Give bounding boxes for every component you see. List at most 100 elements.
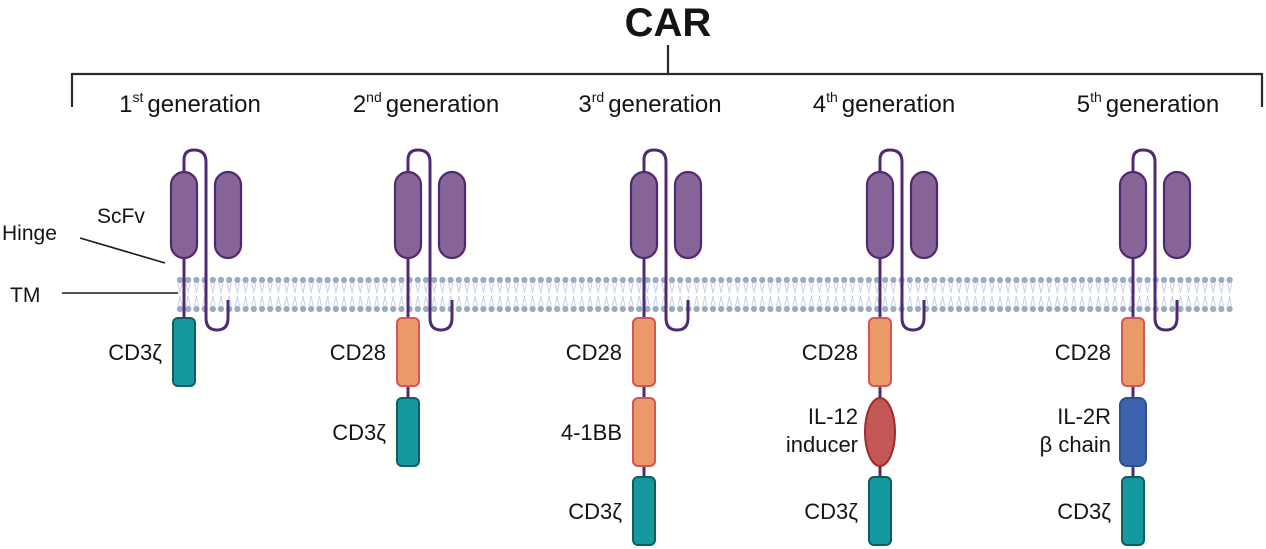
lipid-tail [636,295,642,307]
lipid-tail [1120,282,1126,294]
lipid-head [627,276,635,284]
lipid-tail [1136,295,1142,307]
lipid-head [242,276,249,284]
lipid-tail [398,295,404,307]
lipid-head [1210,305,1217,313]
domain-label: CD28 [802,340,858,365]
lipid-tail [316,295,322,307]
lipid-head [890,276,897,284]
lipid-head [652,305,659,313]
lipid-head [980,305,987,313]
lipid-tail [333,295,339,307]
lipid-tail [1169,295,1175,307]
lipid-head [209,305,216,313]
lipid-tail [341,295,347,307]
lipid-head [1160,305,1168,313]
lipid-tail [1104,282,1110,294]
lipid-tail [612,295,618,307]
lipid-head [603,305,610,313]
lipid-head [291,305,298,313]
lipid-head [595,276,602,284]
lipid-head [513,276,520,284]
lipid-head [1218,305,1225,313]
lipid-head [504,276,512,284]
lipid-head [636,305,643,313]
lipid-head [340,305,348,313]
lipid-head [1185,305,1192,313]
lipid-tail [1054,282,1060,294]
lipid-tail [858,282,864,294]
lipid-tail [956,282,962,294]
cd3z-domain [632,476,656,546]
lipid-head [299,276,307,284]
lipid-tail [653,295,659,307]
lipid-tail [1087,282,1093,294]
lipid-tail [882,295,888,307]
lipid-tail [1063,282,1069,294]
lipid-tail [587,295,593,307]
lipid-tail [226,282,232,294]
lipid-tail [997,282,1003,294]
lipid-tail [751,295,757,307]
lipid-tail [374,295,380,307]
lipid-head [439,276,446,284]
lipid-head [275,276,282,284]
lipid-head [931,305,938,313]
lipid-head [373,305,380,313]
lipid-head [308,305,315,313]
lipid-head [1103,305,1110,313]
lipid-tail [808,295,814,307]
lipid-tail [1030,282,1036,294]
lipid-head [176,276,184,284]
lipid-tail [431,295,437,307]
lipid-head [709,276,717,284]
domain-label: CD3ζ [804,499,858,524]
domain-label: β chain [1040,432,1111,457]
lipid-tail [218,282,224,294]
lipid-tail [177,295,183,307]
lipid-head [488,305,495,313]
generation-ordinal-suffix: nd [366,89,382,105]
lipid-head [996,276,1004,284]
domain-label: CD28 [1055,340,1111,365]
lipid-head [447,276,454,284]
lipid-head [1103,276,1110,284]
hinge-pointer-line [79,237,166,264]
lipid-tail [833,295,839,307]
generation-number: 4 [813,91,826,118]
lipid-head [1078,276,1086,284]
lipid-head [431,305,438,313]
lipid-head [816,276,823,284]
lipid-tail [743,282,749,294]
lipid-tail [292,282,298,294]
lipid-tail [1087,295,1093,307]
lipid-head [849,305,856,313]
lipid-tail [439,282,445,294]
lipid-tail [702,282,708,294]
generation-number: 3 [578,91,591,118]
generation-number: 2 [353,91,366,118]
lipid-tail [874,282,880,294]
lipid-head [545,276,553,284]
lipid-head [496,305,503,313]
lipid-tail [677,282,683,294]
lipid-head [1193,305,1200,313]
lipid-head [972,276,979,284]
lipid-head [931,276,938,284]
generation-ordinal-suffix: th [826,89,838,105]
domain-label: IL-12 [808,404,858,429]
lipid-head [726,305,733,313]
lipid-head [1013,276,1020,284]
lipid-head [791,276,799,284]
lipid-tail [726,295,732,307]
lipid-tail [1145,295,1151,307]
lipid-tail [423,295,429,307]
lipid-head [644,305,651,313]
domain-label: CD3ζ [568,499,622,524]
lipid-head [1136,305,1143,313]
lipid-tail [620,295,626,307]
lipid-head [1119,276,1127,284]
